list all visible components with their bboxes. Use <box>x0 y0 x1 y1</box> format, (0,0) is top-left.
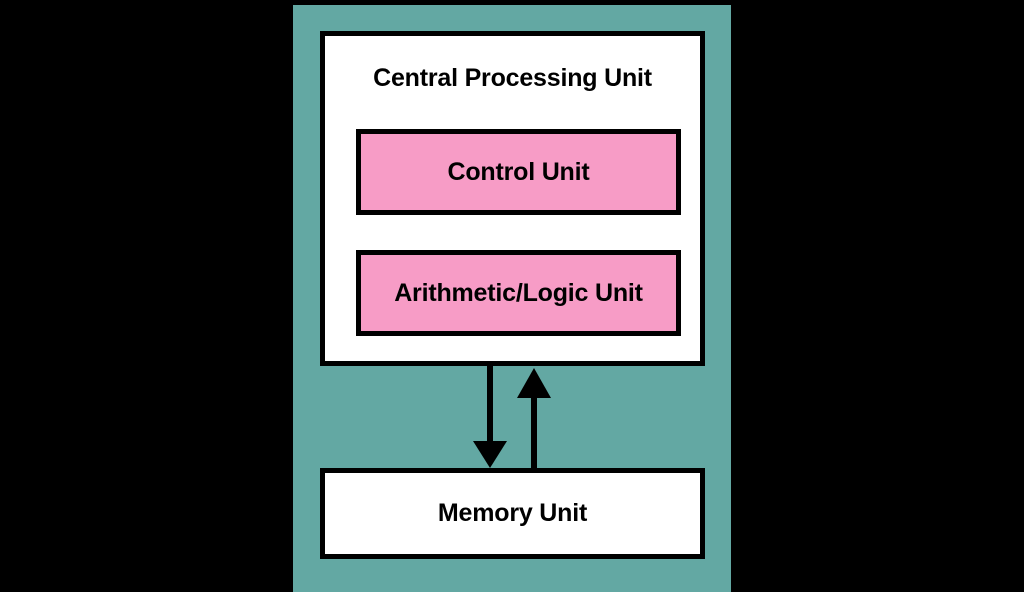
memory-unit-block[interactable]: Memory Unit <box>320 468 705 559</box>
cpu-block[interactable]: Central Processing Unit Control Unit Ari… <box>320 31 705 366</box>
cpu-title-label: Central Processing Unit <box>373 64 652 92</box>
control-unit-label: Control Unit <box>447 157 590 186</box>
arithmetic-logic-unit-label: Arithmetic/Logic Unit <box>394 278 643 307</box>
memory-unit-label: Memory Unit <box>437 499 588 527</box>
control-unit-block[interactable]: Control Unit <box>356 129 681 215</box>
arithmetic-logic-unit-block[interactable]: Arithmetic/Logic Unit <box>356 250 681 336</box>
